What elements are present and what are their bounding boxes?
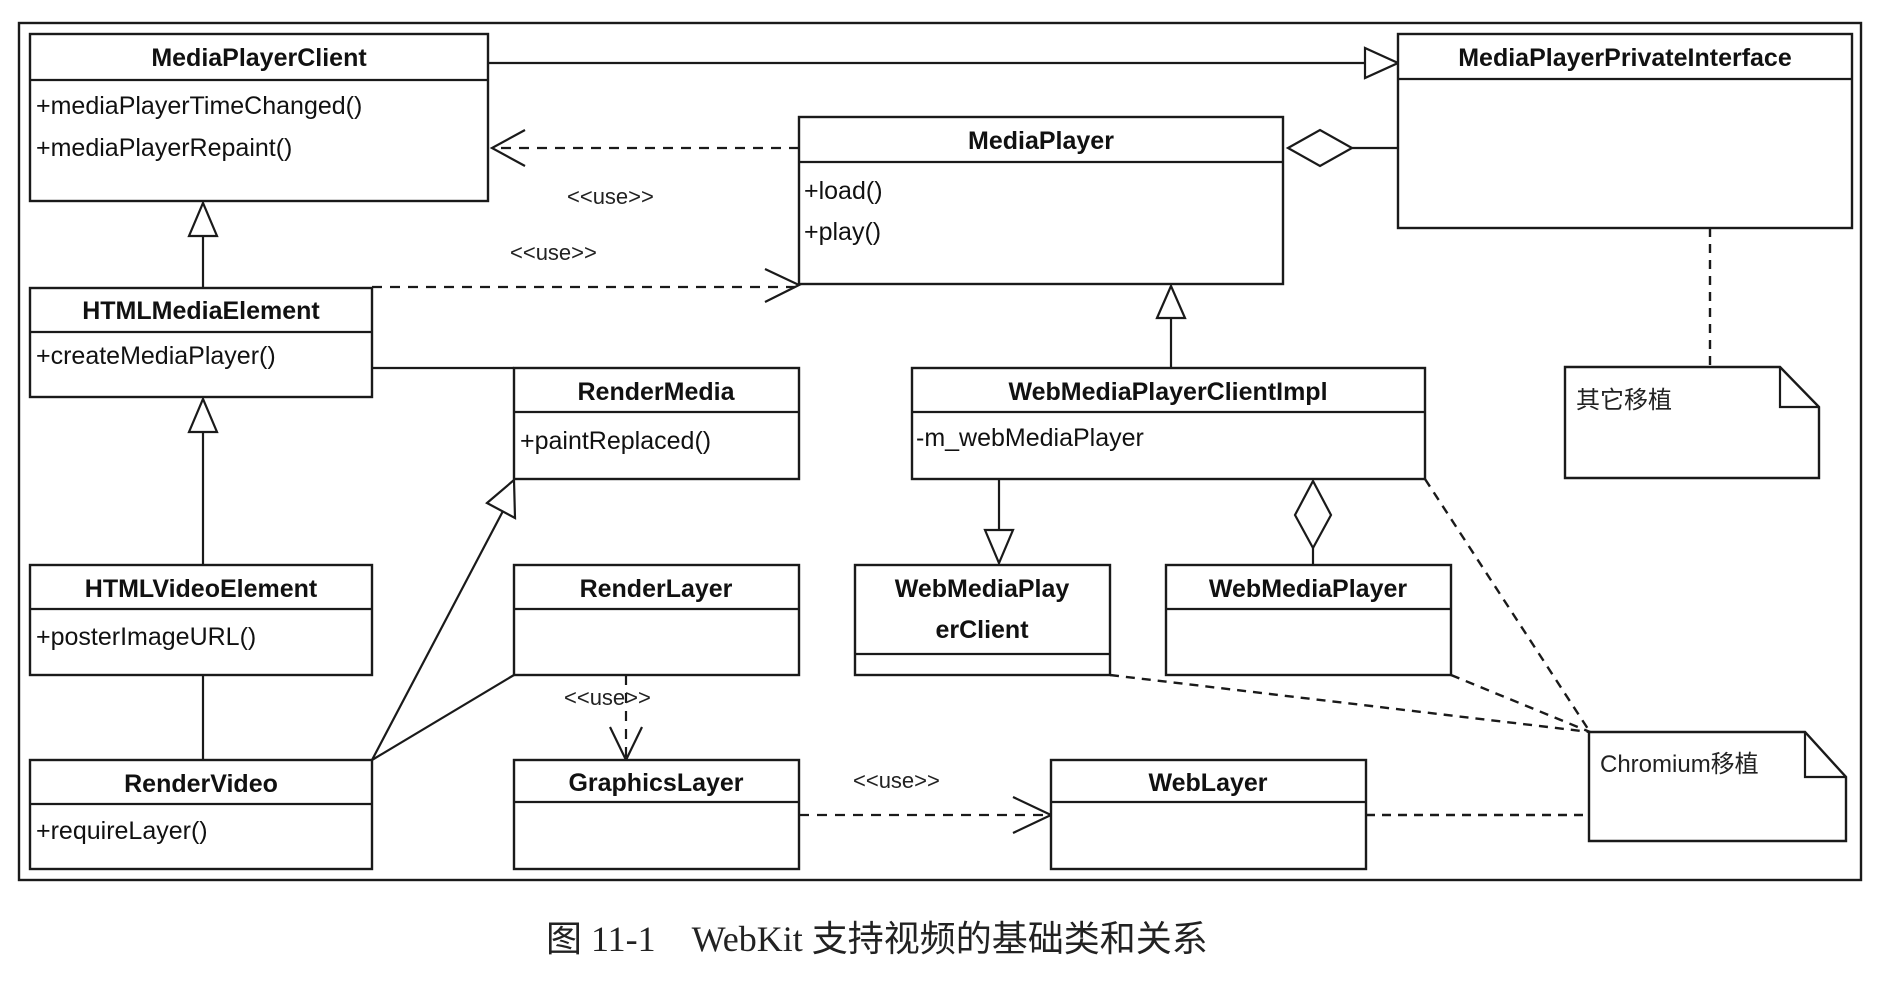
generalization-arrowhead [1363, 46, 1401, 80]
class-name: WebLayer [1148, 769, 1267, 797]
class-box [512, 563, 801, 677]
class-member: +mediaPlayerTimeChanged() [36, 92, 362, 120]
class-name: HTMLMediaElement [82, 297, 320, 325]
connectors [187, 46, 1712, 834]
class-box [512, 758, 801, 871]
class-box [1396, 32, 1854, 230]
note-fold [1778, 367, 1819, 409]
association-line-rendervideo-renderlayer [371, 674, 515, 761]
class-media-player-client[interactable]: MediaPlayerClient +mediaPlayerTimeChange… [28, 32, 490, 203]
note-anchor-webclient [1109, 673, 1591, 734]
class-member: +mediaPlayerRepaint() [36, 134, 292, 162]
class-name: RenderVideo [124, 770, 278, 798]
class-html-video-element[interactable]: HTMLVideoElement +posterImageURL() [28, 563, 374, 677]
generalization-arrowhead [1155, 283, 1187, 320]
class-member: +load() [804, 177, 883, 205]
class-web-media-player[interactable]: WebMediaPlayer [1164, 563, 1453, 677]
generalization-line-rendervideo-to-rendermedia [371, 510, 504, 761]
generalization-arrowhead [983, 528, 1015, 566]
class-render-media[interactable]: RenderMedia +paintReplaced() [512, 366, 801, 481]
class-box [28, 286, 374, 399]
class-media-player-private-interface[interactable]: MediaPlayerPrivateInterface [1396, 32, 1854, 230]
class-box [853, 563, 1112, 677]
generalization-arrowhead [485, 477, 517, 520]
aggregation-diamond [1293, 478, 1333, 551]
note-anchor-webmediaplayer [1450, 673, 1591, 734]
class-render-video[interactable]: RenderVideo +requireLayer() [28, 758, 374, 871]
use-label: <<use>> [567, 184, 654, 209]
note-chromium-port: Chromium移植 [1587, 730, 1848, 843]
note-other-ports: 其它移植 [1563, 365, 1821, 480]
note-anchor-clientimpl [1423, 478, 1592, 733]
class-name: RenderLayer [580, 575, 733, 603]
class-name: WebMediaPlayerClientImpl [1008, 378, 1327, 406]
class-member: -m_webMediaPlayer [916, 424, 1144, 452]
class-box [1049, 758, 1368, 871]
use-label: <<use>> [564, 685, 651, 710]
class-box [512, 366, 801, 481]
class-name: MediaPlayerClient [151, 44, 367, 72]
class-box [28, 563, 374, 677]
class-web-media-player-client-impl[interactable]: WebMediaPlayerClientImpl -m_webMediaPlay… [910, 366, 1427, 481]
class-name: HTMLVideoElement [85, 575, 318, 603]
class-name: RenderMedia [578, 378, 736, 406]
generalization-arrowhead [187, 396, 219, 434]
class-box [1164, 563, 1453, 677]
class-web-layer[interactable]: WebLayer [1049, 758, 1368, 871]
use-label: <<use>> [510, 240, 597, 265]
note-text: Chromium移植 [1600, 751, 1759, 778]
class-name-line1: WebMediaPlay [895, 575, 1070, 603]
class-box [797, 115, 1285, 286]
class-member: +play() [804, 218, 881, 246]
dependency-arrowhead [764, 268, 802, 303]
generalization-arrowhead [187, 200, 219, 238]
class-graphics-layer[interactable]: GraphicsLayer [512, 758, 801, 871]
class-html-media-element[interactable]: HTMLMediaElement +createMediaPlayer() [28, 286, 374, 399]
class-name: GraphicsLayer [568, 769, 743, 797]
class-member: +requireLayer() [36, 817, 208, 845]
class-render-layer[interactable]: RenderLayer [512, 563, 801, 677]
class-name: MediaPlayerPrivateInterface [1458, 44, 1792, 72]
class-box [28, 32, 490, 203]
class-media-player[interactable]: MediaPlayer +load() +play() [797, 115, 1285, 286]
use-label: <<use>> [853, 768, 940, 793]
dependency-arrowhead [489, 129, 526, 167]
note-box [1587, 730, 1848, 843]
note-fold [1803, 732, 1846, 779]
figure-caption: 图 11-1 WebKit 支持视频的基础类和关系 [546, 919, 1208, 959]
class-name-line2: erClient [935, 616, 1029, 644]
class-name: WebMediaPlayer [1209, 575, 1408, 603]
class-member: +paintReplaced() [520, 427, 711, 455]
class-member: +posterImageURL() [36, 623, 256, 651]
class-box [28, 758, 374, 871]
note-text: 其它移植 [1576, 387, 1672, 414]
class-web-media-player-client[interactable]: WebMediaPlay erClient [853, 563, 1112, 677]
aggregation-diamond [1285, 128, 1355, 168]
note-box [1563, 365, 1821, 480]
class-box [910, 366, 1427, 481]
diagram-frame [17, 21, 1863, 882]
class-member: +createMediaPlayer() [36, 342, 276, 370]
class-name: MediaPlayer [968, 127, 1114, 155]
